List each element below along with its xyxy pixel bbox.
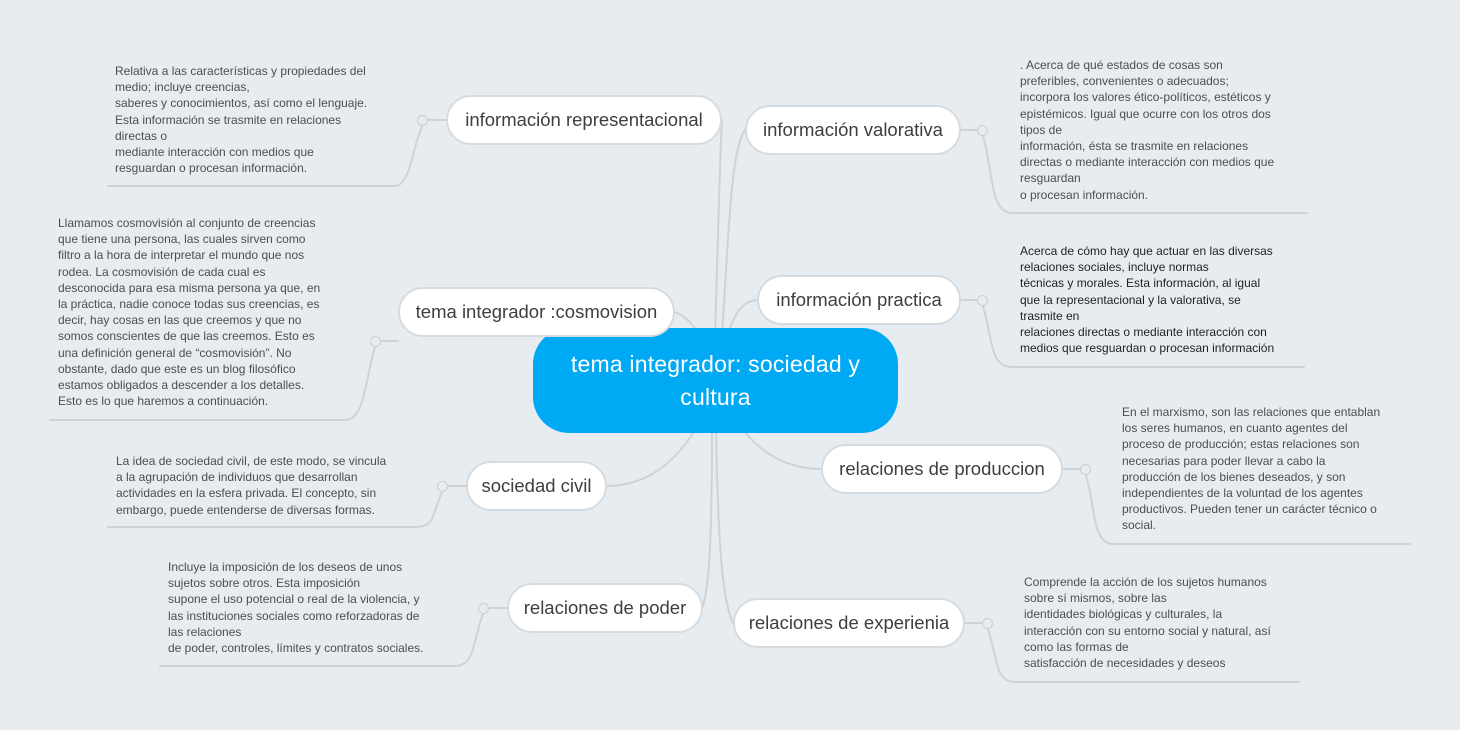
collapse-knob-practica[interactable] xyxy=(977,295,988,306)
central-topic[interactable]: tema integrador: sociedad y cultura xyxy=(533,328,898,433)
note-valorativa[interactable]: . Acerca de qué estados de cosas son pre… xyxy=(1020,58,1275,202)
collapse-knob-poder[interactable] xyxy=(478,603,489,614)
topic-label: información representacional xyxy=(465,109,703,130)
note-sociedad-civil[interactable]: La idea de sociedad civil, de este modo,… xyxy=(116,454,387,517)
note-practica[interactable]: Acerca de cómo hay que actuar en las div… xyxy=(1020,244,1275,356)
topic-label: información practica xyxy=(776,289,942,310)
topic-informacion-practica[interactable]: información practica xyxy=(757,275,961,325)
topic-label: tema integrador :cosmovision xyxy=(415,301,658,322)
note-experiencia[interactable]: Comprende la acción de los sujetos human… xyxy=(1024,575,1271,671)
collapse-knob-representacional[interactable] xyxy=(417,115,428,126)
note-cosmovision[interactable]: Llamamos cosmovisión al conjunto de cree… xyxy=(58,216,321,409)
topic-relaciones-de-poder[interactable]: relaciones de poder xyxy=(507,583,703,633)
topic-relaciones-de-produccion[interactable]: relaciones de produccion xyxy=(821,444,1063,494)
topic-label: relaciones de produccion xyxy=(839,458,1045,479)
topic-label: sociedad civil xyxy=(481,475,592,496)
note-representacional[interactable]: Relativa a las características y propied… xyxy=(115,64,368,176)
topic-relaciones-de-experienia[interactable]: relaciones de experienia xyxy=(733,598,965,648)
collapse-knob-produccion[interactable] xyxy=(1080,464,1091,475)
collapse-knob-valorativa[interactable] xyxy=(977,125,988,136)
topic-cosmovision[interactable]: tema integrador :cosmovision xyxy=(398,287,675,337)
topic-label: relaciones de experienia xyxy=(748,612,950,633)
topic-sociedad-civil[interactable]: sociedad civil xyxy=(466,461,607,511)
collapse-knob-cosmovision[interactable] xyxy=(370,336,381,347)
central-topic-label: tema integrador: sociedad y cultura xyxy=(570,350,861,410)
topic-informacion-representacional[interactable]: información representacional xyxy=(446,95,722,145)
topic-label: información valorativa xyxy=(763,119,943,140)
topic-label: relaciones de poder xyxy=(523,597,687,618)
collapse-knob-sociedad-civil[interactable] xyxy=(437,481,448,492)
topic-informacion-valorativa[interactable]: información valorativa xyxy=(745,105,961,155)
note-produccion[interactable]: En el marxismo, son las relaciones que e… xyxy=(1122,405,1381,533)
note-poder[interactable]: Incluye la imposición de los deseos de u… xyxy=(168,560,424,656)
collapse-knob-experiencia[interactable] xyxy=(982,618,993,629)
